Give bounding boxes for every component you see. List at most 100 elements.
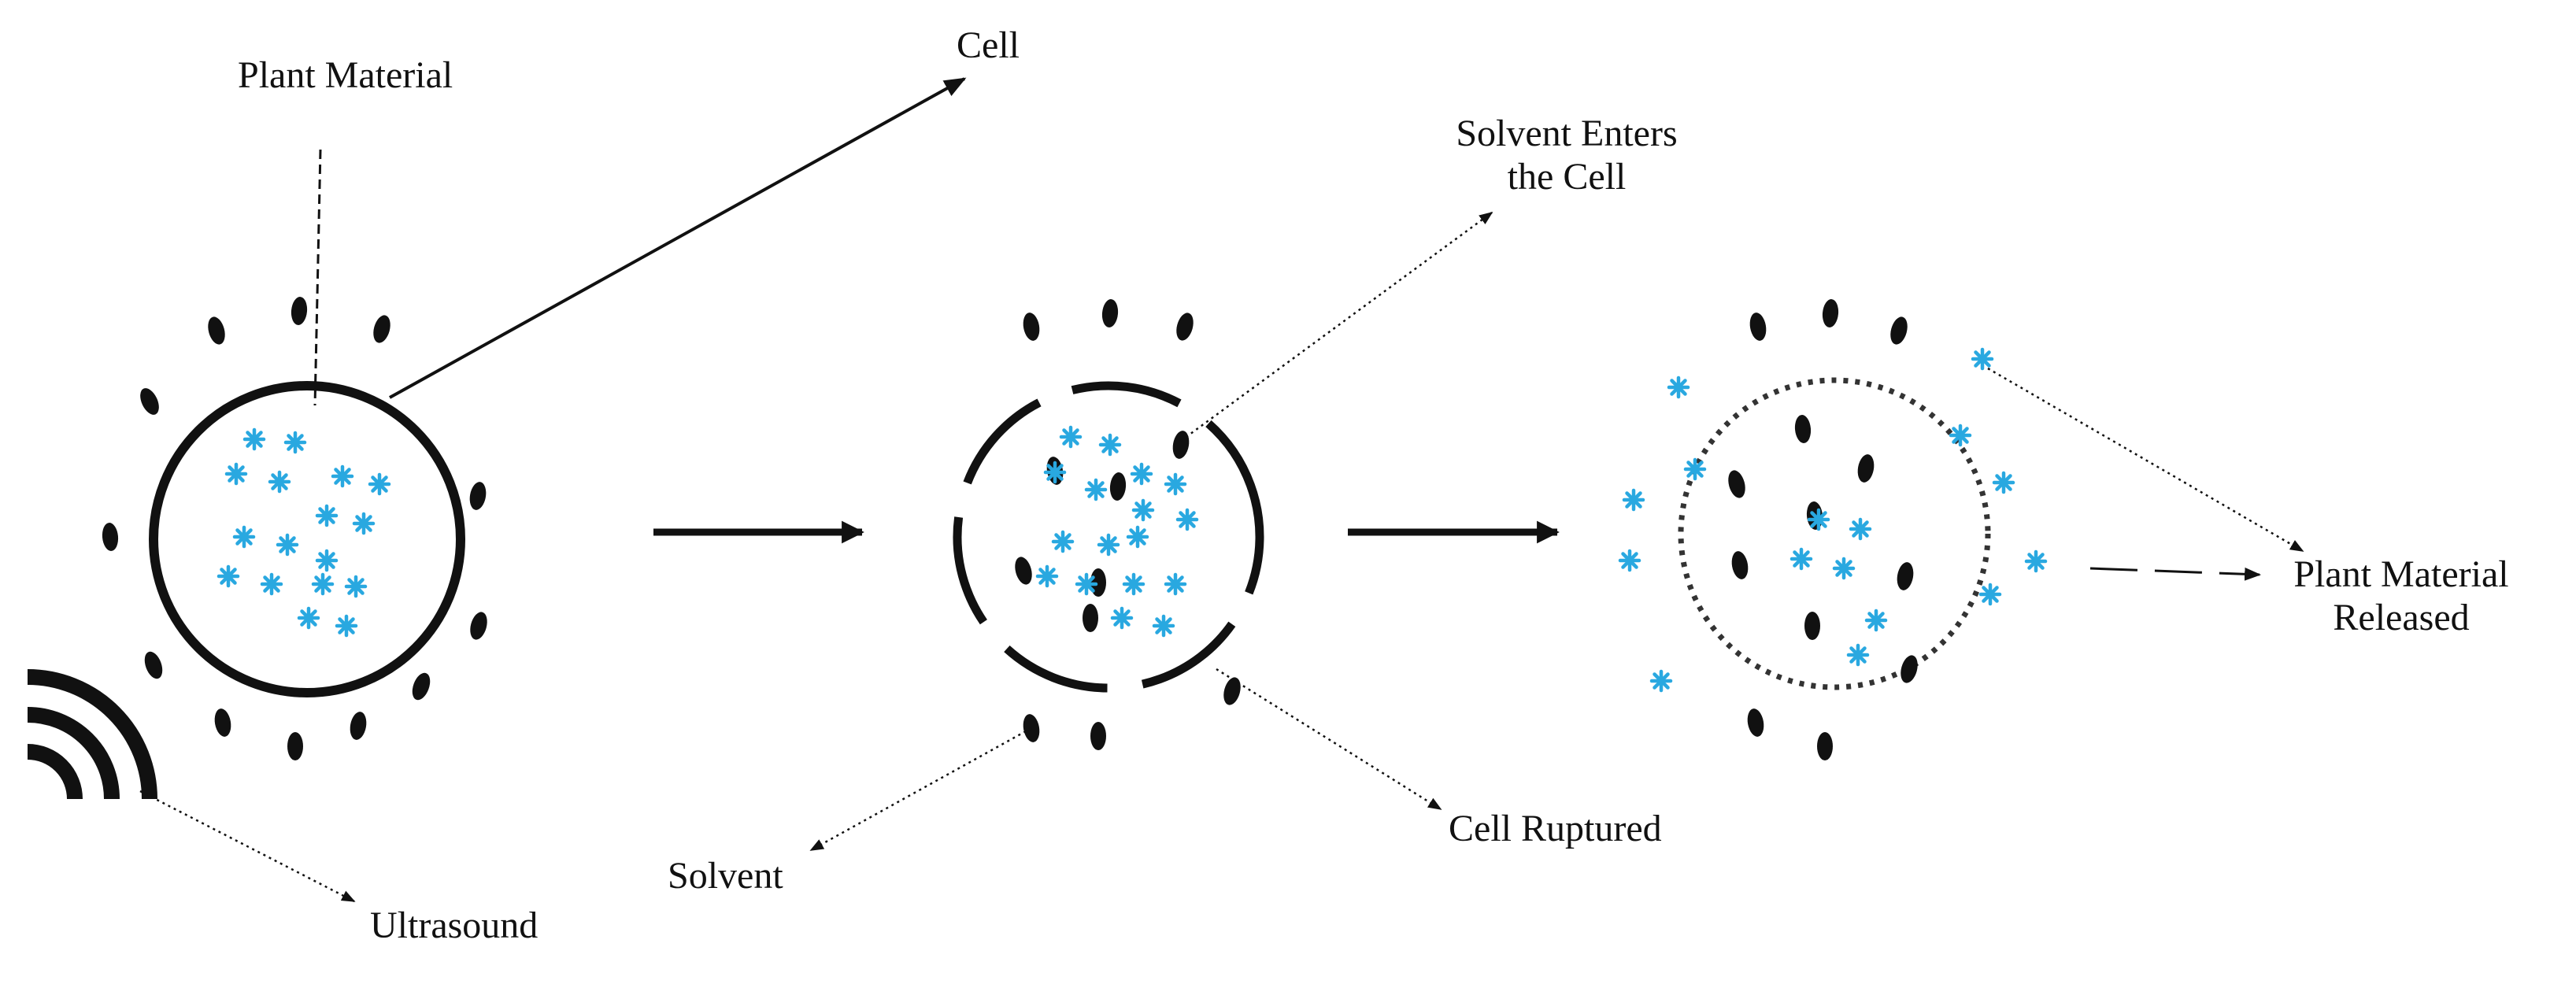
plant-material-particle [344,575,368,598]
solvent-droplet [350,712,367,740]
solvent-droplet [144,651,163,679]
label-plant-material-released: Plant Material Released [2267,553,2535,639]
plant-material-particle [1130,462,1153,486]
solvent-droplet [1817,732,1833,760]
leader-released-upper [1987,367,2304,553]
plant-material-particle [1849,517,1872,541]
plant-material-particle [1098,433,1122,457]
leader-lines [139,77,2304,903]
plant-material-stage1 [217,427,391,638]
plant-material-particle [1051,530,1075,553]
plant-material-particle [1075,572,1098,596]
solvent-droplet [1731,551,1749,579]
plant-material-particle [1164,472,1187,496]
plant-material-particle [2024,549,2048,573]
solvent-droplets-stage3 [1728,299,1918,760]
solvent-droplet [373,315,390,343]
intact-cell-wall [149,381,465,697]
plant-material-particle [1059,425,1083,449]
plant-material-particle [260,572,283,596]
leader-released-lower [2089,567,2262,581]
solvent-droplet [1794,415,1812,443]
plant-material-particle [1618,549,1641,572]
plant-material-particle [1097,533,1120,557]
solvent-droplet [1890,316,1908,345]
plant-material-particle [1043,461,1067,484]
label-cell-ruptured: Cell Ruptured [1449,808,1662,849]
solvent-droplet [140,388,159,415]
plant-material-particle [1846,643,1870,667]
solvent-droplet [1023,313,1040,341]
solvent-droplet [214,708,231,737]
solvent-droplet [1083,604,1098,632]
plant-material-particle [335,614,358,638]
solvent-droplet [470,612,487,640]
leader-cell-ruptured [1216,668,1442,811]
label-released-line1: Plant Material [2293,553,2509,595]
leader-plant-material [313,149,322,406]
leader-solvent-enters [1180,211,1493,442]
solvent-droplet [1090,722,1106,750]
plant-material-particle [1152,614,1175,638]
solvent-droplet [208,316,225,345]
plant-material-particle [283,431,307,454]
plant-material-particle [224,462,248,486]
label-solvent: Solvent [668,855,783,897]
plant-material-particle [1667,375,1690,399]
leader-cell [389,77,967,399]
ruptured-cell-wall [953,381,1264,693]
plant-material-particle [1622,488,1645,512]
plant-material-particle [1131,498,1155,522]
plant-material-particle [352,512,376,535]
plant-material-particle [1122,572,1146,596]
plant-material-particle [1790,547,1813,571]
plant-material-particle [1971,347,1994,371]
plant-material-particle [1832,557,1856,580]
solvent-droplet [1804,612,1820,640]
solvent-droplet [102,523,119,551]
plant-material-particle [1126,525,1149,549]
solvent-droplet [287,732,303,760]
leader-solvent [809,727,1032,852]
solvent-droplet [469,482,487,510]
solvent-droplet [1101,299,1119,327]
plant-material-particle [315,549,339,572]
released-cell-wall [1678,377,1991,690]
solvent-droplet [1901,655,1918,683]
stage-intact-cell [102,297,487,760]
solvent-droplet [1172,431,1190,459]
plant-material-particle [1084,478,1108,501]
plant-material-particle [368,472,391,496]
plant-material-particle [1175,508,1199,531]
plant-material-particle [331,464,354,488]
plant-material-particle [1864,609,1888,632]
plant-material-particle [1683,457,1707,481]
plant-material-particle [315,504,339,527]
plant-material-particle [1110,606,1134,630]
plant-material-particle [1807,508,1830,531]
solvent-droplets-stage1 [102,297,487,760]
plant-material-particle [217,564,240,588]
plant-material-particle [1978,583,2002,606]
solvent-droplet [1897,562,1914,590]
solvent-droplet [1747,708,1764,737]
plant-material-stage3 [1618,347,2048,693]
plant-material-particle [311,572,335,596]
plant-material-particle [297,606,320,630]
ultrasound-wave-icon [27,669,157,800]
solvent-droplet [1223,677,1241,705]
solvent-droplet [1176,313,1194,341]
solvent-droplet [1749,313,1767,341]
plant-material-particle [1649,669,1673,693]
solvent-droplet [1857,454,1875,483]
solvent-droplet [1728,470,1745,498]
plant-material-particle [276,533,299,557]
plant-material-particle [1035,564,1059,588]
solvent-droplet [1015,557,1032,585]
plant-material-particle [232,525,256,549]
solvent-droplet [412,672,431,701]
plant-material-stage2 [1035,425,1199,638]
stage-material-released [1618,299,2048,760]
plant-material-particle [1992,471,2015,494]
solvent-droplet [1109,472,1127,501]
